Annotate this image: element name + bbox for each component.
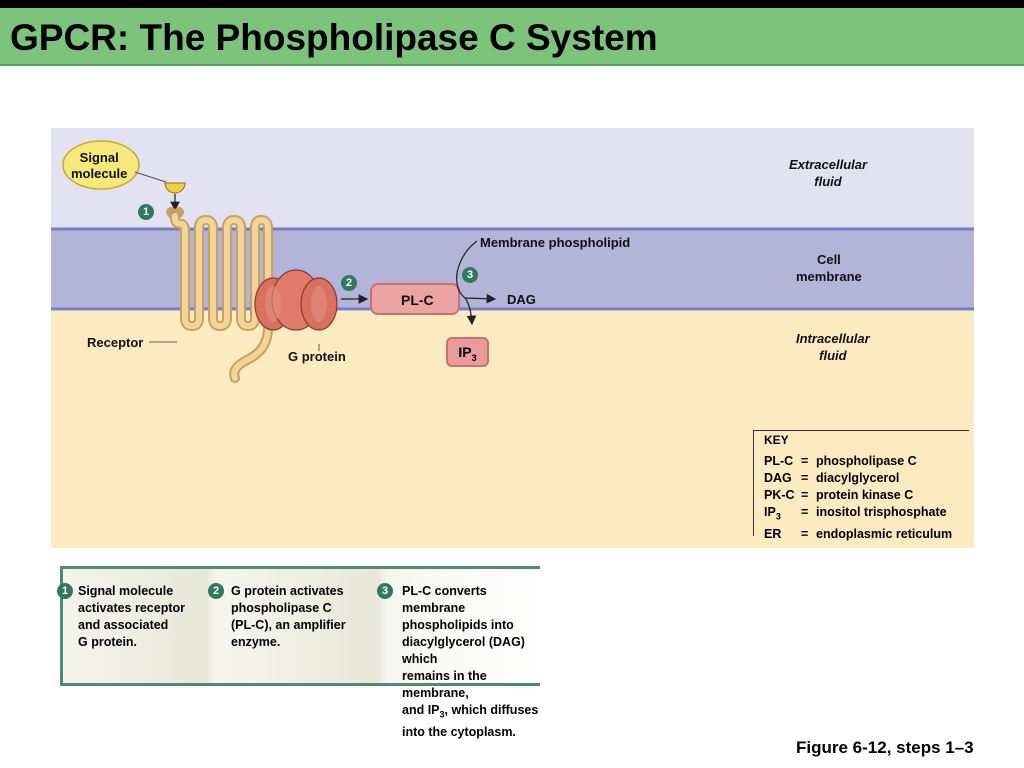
figure-caption: Figure 6-12, steps 1–3: [796, 738, 974, 757]
plc-diagram: 1 2 3 Signal molecule Extracellular flui…: [51, 128, 974, 548]
plc-label: PL-C: [401, 292, 434, 308]
step-1-text: Signal molecule activates receptor and a…: [78, 584, 186, 649]
g-protein-label: G protein: [288, 349, 346, 364]
ip3-box: IP3: [446, 337, 489, 367]
extracellular-label: Extracellular fluid: [789, 157, 868, 189]
extracellular-region: [51, 128, 974, 228]
signal-molecule-shape: [62, 140, 140, 190]
key-row: IP3=inositol trisphosphate: [764, 505, 947, 522]
step-1-badge: 1: [57, 583, 73, 599]
steps-panel: 1 Signal molecule activates receptor and…: [57, 566, 540, 739]
key-legend: KEY PL-C=phospholipase C DAG=diacylglyce…: [753, 430, 969, 541]
diagram-graphics: [51, 128, 974, 548]
step-2-text: G protein activates phospholipase C (PL-…: [231, 584, 346, 649]
step-3-badge: 3: [462, 267, 478, 283]
key-row: ER=endoplasmic reticulum: [764, 526, 953, 541]
receptor-label: Receptor: [87, 335, 144, 350]
signal-molecule-label: Signal molecule: [71, 150, 128, 181]
top-border: [0, 0, 1024, 8]
key-row: PL-C=phospholipase C: [764, 454, 917, 468]
slide-title: GPCR: The Phospholipase C System: [10, 17, 658, 58]
intracellular-label: Intracellular fluid: [796, 331, 870, 363]
membrane-region: [51, 228, 974, 310]
membrane-phospholipid-label: Membrane phospholipid: [480, 235, 631, 250]
intracellular-region: [51, 311, 974, 548]
plc-enzyme-shape: [370, 283, 460, 315]
cell-membrane-label: Cell membrane: [796, 252, 862, 284]
step-2-badge: 2: [341, 275, 357, 291]
key-row: PK-C=protein kinase C: [764, 488, 914, 502]
step-3-badge: 3: [377, 583, 393, 599]
title-bar: GPCR: The Phospholipase C System: [0, 8, 1024, 66]
g-protein-shape: [254, 269, 338, 331]
key-row: DAG=diacylglycerol: [764, 471, 900, 485]
step-1-badge: 1: [138, 204, 154, 220]
step-3-text: PL-C converts membrane phospholipids int…: [402, 584, 539, 739]
step-2-badge: 2: [208, 583, 224, 599]
ligand-shape: [164, 182, 186, 194]
key-title: KEY: [764, 433, 789, 447]
dag-label: DAG: [507, 292, 536, 307]
